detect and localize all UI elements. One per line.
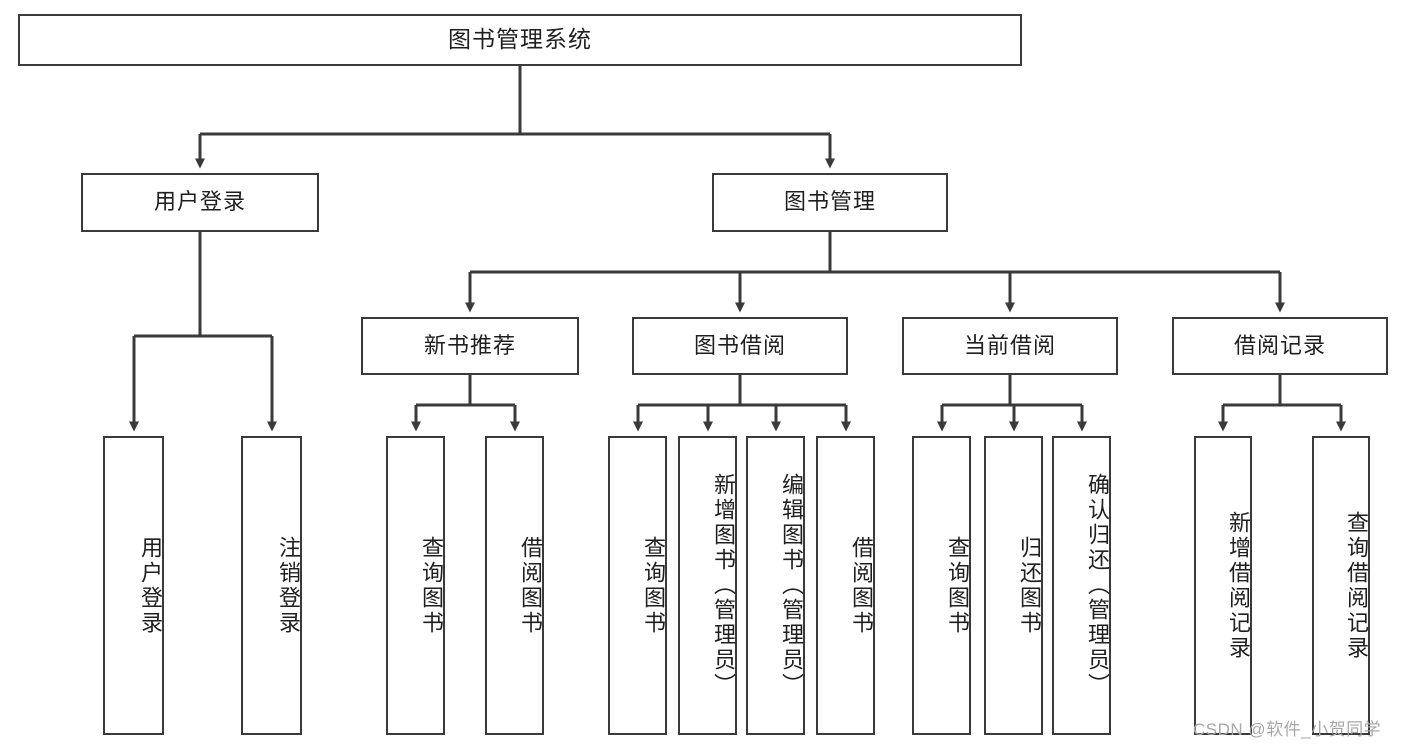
node-leaf-borrow-query-book-label: 查询图书 xyxy=(641,535,666,636)
node-leaf-borrow-lend-book-label: 借阅图书 xyxy=(849,535,874,636)
node-leaf-rec-add-record[interactable]: 新增借阅记录 xyxy=(1194,436,1252,735)
node-leaf-cur-confirm-return-label: 确认归还（管理员） xyxy=(1085,473,1110,698)
node-new-book-rec[interactable]: 新书推荐 xyxy=(361,317,579,375)
node-root-label: 图书管理系统 xyxy=(448,26,592,53)
node-leaf-borrow-add-book[interactable]: 新增图书（管理员） xyxy=(678,436,737,735)
node-leaf-rec-query-book[interactable]: 查询图书 xyxy=(386,436,445,735)
node-book-borrow[interactable]: 图书借阅 xyxy=(632,317,848,375)
watermark-text: CSDN @软件_小贺同学 xyxy=(1193,720,1382,739)
node-book-manage-label: 图书管理 xyxy=(783,189,876,215)
node-borrow-record[interactable]: 借阅记录 xyxy=(1172,317,1388,375)
node-user-login[interactable]: 用户登录 xyxy=(81,173,319,232)
node-leaf-cur-query-book-label: 查询图书 xyxy=(945,535,970,636)
node-leaf-user-logout-label: 注销登录 xyxy=(276,535,301,636)
node-leaf-user-login-label: 用户登录 xyxy=(138,535,163,636)
node-leaf-borrow-add-book-label: 新增图书（管理员） xyxy=(711,473,736,698)
node-user-login-label: 用户登录 xyxy=(153,189,246,215)
node-leaf-rec-query-record[interactable]: 查询借阅记录 xyxy=(1312,436,1370,735)
node-root[interactable]: 图书管理系统 xyxy=(18,14,1022,66)
node-current-borrow[interactable]: 当前借阅 xyxy=(902,317,1118,375)
node-leaf-cur-return-book[interactable]: 归还图书 xyxy=(984,436,1043,735)
node-leaf-borrow-lend-book[interactable]: 借阅图书 xyxy=(816,436,875,735)
node-leaf-borrow-edit-book-label: 编辑图书（管理员） xyxy=(779,473,804,698)
node-leaf-cur-query-book[interactable]: 查询图书 xyxy=(912,436,971,735)
node-book-manage[interactable]: 图书管理 xyxy=(712,173,948,232)
node-book-borrow-label: 图书借阅 xyxy=(693,332,786,358)
node-leaf-rec-add-record-label: 新增借阅记录 xyxy=(1226,510,1251,661)
node-leaf-rec-query-book-label: 查询图书 xyxy=(419,535,444,636)
node-leaf-borrow-edit-book[interactable]: 编辑图书（管理员） xyxy=(746,436,805,735)
node-leaf-rec-borrow-book[interactable]: 借阅图书 xyxy=(485,436,544,735)
node-leaf-rec-query-record-label: 查询借阅记录 xyxy=(1344,510,1369,661)
node-leaf-user-logout[interactable]: 注销登录 xyxy=(241,436,302,735)
node-current-borrow-label: 当前借阅 xyxy=(963,332,1056,358)
node-leaf-borrow-query-book[interactable]: 查询图书 xyxy=(608,436,667,735)
node-leaf-rec-borrow-book-label: 借阅图书 xyxy=(518,535,543,636)
node-new-book-rec-label: 新书推荐 xyxy=(423,332,516,358)
node-leaf-cur-confirm-return[interactable]: 确认归还（管理员） xyxy=(1052,436,1111,735)
node-leaf-cur-return-book-label: 归还图书 xyxy=(1017,535,1042,636)
node-leaf-user-login[interactable]: 用户登录 xyxy=(103,436,164,735)
node-borrow-record-label: 借阅记录 xyxy=(1233,332,1326,358)
